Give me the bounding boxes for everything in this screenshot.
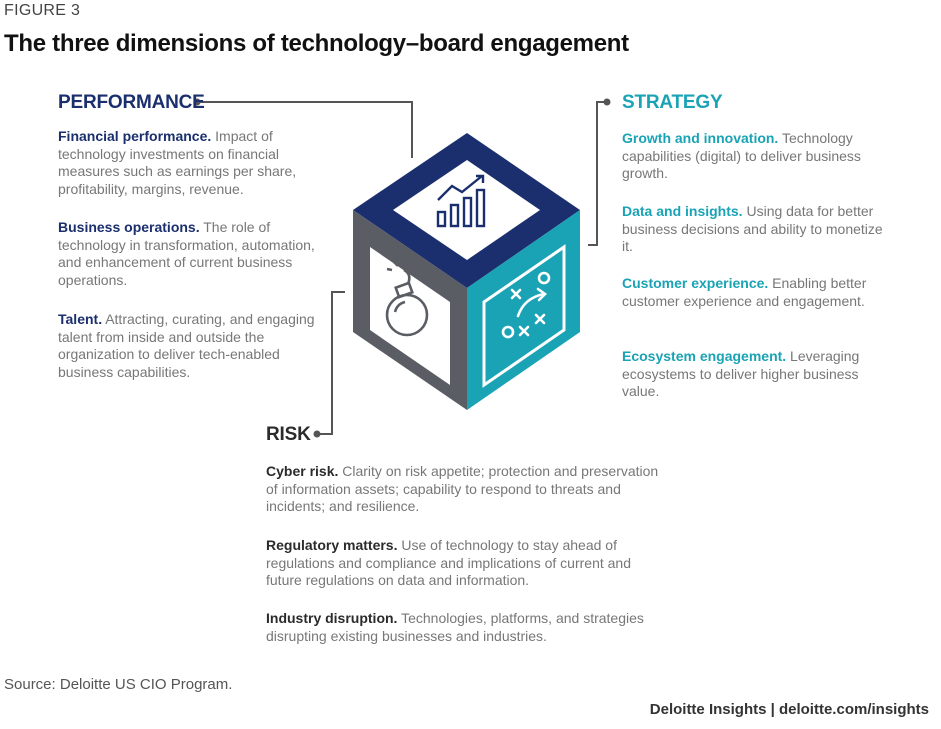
risk-item-term: Industry disruption. <box>266 610 398 626</box>
risk-connector <box>318 291 345 435</box>
strategy-item-term: Customer experience. <box>622 275 769 291</box>
strategy-heading: STRATEGY <box>622 92 723 113</box>
cube-top-inner <box>393 160 540 260</box>
publisher-credit: Deloitte Insights | deloitte.com/insight… <box>649 701 929 718</box>
performance-item-term: Financial performance. <box>58 128 212 144</box>
performance-item: Financial performance. Impact of technol… <box>58 128 326 198</box>
strategy-play-icon <box>501 271 551 339</box>
performance-connector <box>198 101 413 158</box>
strategy-item: Growth and innovation. Technology capabi… <box>622 130 894 183</box>
strategy-item: Data and insights. Using data for better… <box>622 203 894 256</box>
performance-item-term: Talent. <box>58 311 103 327</box>
performance-item-term: Business operations. <box>58 219 200 235</box>
performance-item: Business operations. The role of technol… <box>58 219 326 289</box>
risk-item: Industry disruption. Technologies, platf… <box>266 610 666 645</box>
performance-item-text: Attracting, curating, and engaging talen… <box>58 311 315 380</box>
strategy-item: Customer experience. Enabling better cus… <box>622 275 894 310</box>
strategy-item-term: Growth and innovation. <box>622 130 779 146</box>
connector-lines <box>198 101 606 435</box>
strategy-item-term: Data and insights. <box>622 203 743 219</box>
cube-right-inner <box>482 244 566 388</box>
strategy-item-term: Ecosystem engagement. <box>622 348 787 364</box>
risk-heading: RISK <box>266 424 311 445</box>
risk-item-text: Technologies, platforms, and strategies … <box>266 610 644 644</box>
risk-item-term: Regulatory matters. <box>266 537 398 553</box>
risk-item-text: Clarity on risk appetite; protection and… <box>266 463 659 514</box>
figure-title: The three dimensions of technology–board… <box>4 30 629 57</box>
risk-item-term: Cyber risk. <box>266 463 339 479</box>
bomb-icon <box>385 258 429 337</box>
performance-item-text: Impact of technology investments on fina… <box>58 128 297 197</box>
performance-heading: PERFORMANCE <box>58 92 205 113</box>
strategy-item-text: Leveraging ecosystems to deliver higher … <box>622 348 860 399</box>
cube-left-inner <box>370 247 450 385</box>
risk-item: Cyber risk. Clarity on risk appetite; pr… <box>266 463 666 516</box>
strategy-item-text: Enabling better customer experience and … <box>622 275 867 309</box>
strategy-item-text: Technology capabilities (digital) to del… <box>622 130 861 181</box>
risk-item: Regulatory matters. Use of technology to… <box>266 537 666 590</box>
performance-dot <box>193 98 201 106</box>
risk-dot <box>313 430 321 438</box>
bar-chart-trend-icon <box>436 174 486 228</box>
performance-item-text: The role of technology in transformation… <box>58 219 315 288</box>
source-note: Source: Deloitte US CIO Program. <box>4 676 233 693</box>
risk-item-text: Use of technology to stay ahead of regul… <box>266 537 631 588</box>
strategy-dot <box>603 98 611 106</box>
strategy-connector <box>588 101 606 246</box>
strategy-item-text: Using data for better business decisions… <box>622 203 883 254</box>
figure-label: FIGURE 3 <box>4 2 81 19</box>
strategy-item: Ecosystem engagement. Leveraging ecosyst… <box>622 348 894 401</box>
performance-item: Talent. Attracting, curating, and engagi… <box>58 311 326 381</box>
